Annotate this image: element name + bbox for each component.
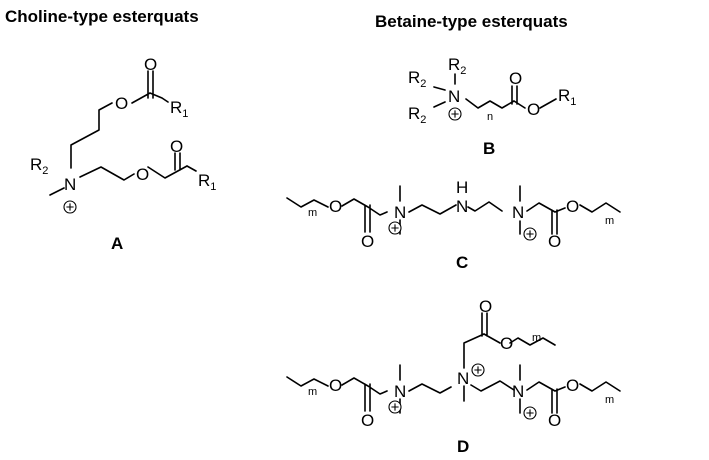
structure-d-carbonyl-oxygen-left: O (361, 411, 374, 430)
structure-d-subscript-m-right: m (605, 394, 614, 406)
structure-d-subscript-m-top: m (532, 332, 541, 344)
structure-a-ester-oxygen-upper: O (115, 94, 128, 113)
structure-a-nitrogen: N (64, 175, 76, 194)
structure-c-amine-hydrogen: H (456, 178, 468, 197)
structure-c-nitrogen-right: N (512, 203, 524, 222)
structure-d-positive-charge-center (471, 363, 485, 377)
structure-d-bonds (286, 312, 621, 414)
structure-a: O O R1 R2 N O O R1 A (30, 55, 216, 253)
structure-d-carbonyl-oxygen-top: O (479, 297, 492, 316)
structure-b-nitrogen: N (448, 87, 460, 106)
structure-b-r2-bottom: R2 (408, 104, 426, 126)
structure-d-positive-charge-right (523, 406, 537, 420)
structure-d-nitrogen-center: N (457, 369, 469, 388)
structure-b-ester-oxygen: O (527, 100, 540, 119)
structure-a-carbonyl-oxygen-upper: O (144, 55, 157, 74)
structure-c-subscript-m-left: m (308, 207, 317, 219)
betaine-type-heading: Betaine-type esterquats (375, 12, 568, 31)
structure-d-subscript-m-left: m (308, 386, 317, 398)
structure-d-nitrogen-left: N (394, 382, 406, 401)
structure-c: m O O N H N N O O m C (286, 178, 621, 272)
structure-d: m O O N N O O m N O O m D (286, 297, 621, 456)
structure-c-carbonyl-oxygen-right: O (548, 232, 561, 251)
structure-b: R2 R2 N R2 n O O R1 B (408, 55, 576, 158)
structure-c-bonds (286, 185, 621, 235)
structure-d-carbonyl-oxygen-right: O (548, 411, 561, 430)
structure-b-r2-left: R2 (408, 68, 426, 90)
structure-c-carbonyl-oxygen-left: O (361, 232, 374, 251)
structure-a-ester-oxygen-lower: O (136, 165, 149, 184)
structure-a-r1-upper: R1 (170, 98, 188, 120)
structure-c-nitrogen-left: N (394, 203, 406, 222)
structure-d-label: D (457, 437, 469, 456)
structure-d-ester-oxygen-top: O (500, 334, 513, 353)
structure-a-r1-lower: R1 (198, 171, 216, 193)
structure-c-label: C (456, 253, 468, 272)
structure-a-r2: R2 (30, 155, 48, 177)
structure-c-ester-oxygen-left: O (329, 197, 342, 216)
structure-c-amine-nitrogen: N (456, 197, 468, 216)
structure-c-subscript-m-right: m (605, 215, 614, 227)
structure-c-positive-charge-right (523, 227, 537, 241)
structure-a-label: A (111, 234, 123, 253)
structure-d-nitrogen-right: N (512, 382, 524, 401)
structure-b-label: B (483, 139, 495, 158)
structure-b-positive-charge (448, 107, 462, 121)
structure-a-carbonyl-oxygen-lower: O (170, 137, 183, 156)
structure-b-carbonyl-oxygen: O (509, 69, 522, 88)
structure-b-subscript-n: n (487, 111, 493, 123)
choline-type-heading: Choline-type esterquats (5, 7, 199, 26)
structure-a-bonds (49, 70, 197, 196)
structure-a-positive-charge (63, 200, 77, 214)
structure-d-positive-charge-left (388, 400, 402, 414)
structure-c-ester-oxygen-right: O (566, 197, 579, 216)
structure-c-positive-charge-left (388, 221, 402, 235)
structure-d-ester-oxygen-right: O (566, 376, 579, 395)
structure-d-ester-oxygen-left: O (329, 376, 342, 395)
structure-b-r2-top: R2 (448, 55, 466, 77)
structure-b-bonds (433, 73, 557, 109)
structure-b-r1: R1 (558, 86, 576, 108)
